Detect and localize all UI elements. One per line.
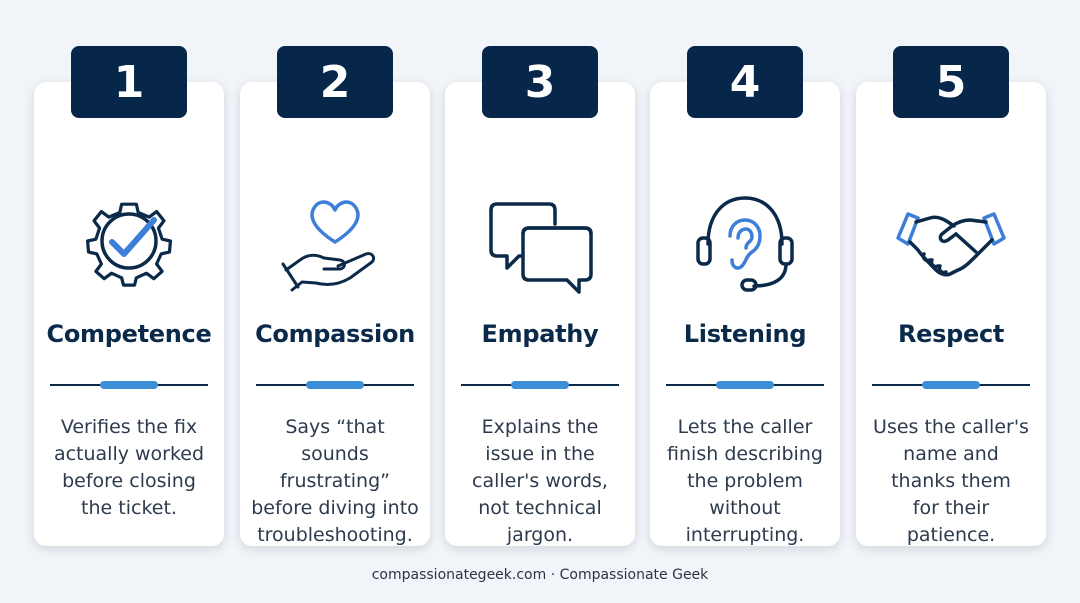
description-line: the problem bbox=[687, 470, 803, 492]
description-line: troubleshooting. bbox=[257, 524, 413, 546]
description-line: jargon. bbox=[506, 524, 574, 546]
description-line: without bbox=[709, 497, 781, 519]
heart-in-hand-icon bbox=[280, 190, 390, 300]
description-line: Uses the caller's bbox=[873, 416, 1029, 438]
description-line: for their bbox=[912, 497, 990, 519]
description-line: caller's words, bbox=[472, 470, 608, 492]
card-body: Listening Lets the caller finish describ… bbox=[650, 82, 840, 546]
card-number-badge: 3 bbox=[482, 46, 598, 118]
description-line: finish describing bbox=[667, 443, 823, 465]
divider-accent bbox=[100, 381, 158, 389]
description-line: the ticket. bbox=[81, 497, 177, 519]
divider-accent bbox=[922, 381, 980, 389]
description-line: Verifies the fix bbox=[60, 416, 198, 438]
card-description: Uses the caller's name and thanks them f… bbox=[862, 414, 1040, 549]
card-number-badge: 1 bbox=[71, 46, 187, 118]
description-line: actually worked bbox=[53, 443, 205, 465]
divider-accent bbox=[511, 381, 569, 389]
description-line: Says “that bbox=[285, 416, 385, 438]
card-title: Empathy bbox=[481, 320, 599, 348]
card-body: Respect Uses the caller's name and thank… bbox=[856, 82, 1046, 546]
divider-accent bbox=[716, 381, 774, 389]
description-line: thanks them bbox=[891, 470, 1011, 492]
description-line: before closing bbox=[62, 470, 196, 492]
description-line: issue in the bbox=[485, 443, 595, 465]
card-description: Lets the caller finish describing the pr… bbox=[656, 414, 834, 549]
card-body: Competence Verifies the fix actually wor… bbox=[34, 82, 224, 546]
card-competence: 1 Competence Verifies the fix act bbox=[34, 46, 224, 546]
speech-bubbles-icon bbox=[485, 190, 595, 300]
card-title: Listening bbox=[683, 320, 807, 348]
card-title: Compassion bbox=[255, 320, 415, 348]
card-number-badge: 4 bbox=[687, 46, 803, 118]
values-cards: 1 Competence Verifies the fix act bbox=[34, 46, 1046, 546]
description-line: not technical bbox=[478, 497, 602, 519]
description-line: before diving into bbox=[251, 497, 419, 519]
description-line: name and bbox=[903, 443, 999, 465]
card-listening: 4 Listening bbox=[650, 46, 840, 546]
card-body: Compassion Says “that sounds frustrating… bbox=[240, 82, 430, 546]
description-line: Explains the bbox=[481, 416, 599, 438]
description-line: patience. bbox=[906, 524, 996, 546]
card-empathy: 3 Empathy Explains the issue in the ca bbox=[445, 46, 635, 546]
footer-credit: compassionategeek.com · Compassionate Ge… bbox=[371, 567, 709, 583]
description-line: frustrating” bbox=[279, 470, 391, 492]
description-line: sounds bbox=[301, 443, 369, 465]
description-line: Lets the caller bbox=[677, 416, 813, 438]
headset-ear-icon bbox=[690, 190, 800, 300]
description-line: interrupting. bbox=[685, 524, 805, 546]
card-description: Explains the issue in the caller's words… bbox=[451, 414, 629, 549]
gear-checkmark-icon bbox=[74, 190, 184, 300]
handshake-icon bbox=[896, 190, 1006, 300]
card-body: Empathy Explains the issue in the caller… bbox=[445, 82, 635, 546]
card-description: Verifies the fix actually worked before … bbox=[40, 414, 218, 522]
card-title: Competence bbox=[46, 320, 212, 348]
card-compassion: 2 Compassion Says “that sounds frustrati bbox=[240, 46, 430, 546]
divider-accent bbox=[306, 381, 364, 389]
card-respect: 5 bbox=[856, 46, 1046, 546]
card-title: Respect bbox=[897, 320, 1005, 348]
card-number-badge: 2 bbox=[277, 46, 393, 118]
card-number-badge: 5 bbox=[893, 46, 1009, 118]
card-description: Says “that sounds frustrating” before di… bbox=[246, 414, 424, 549]
